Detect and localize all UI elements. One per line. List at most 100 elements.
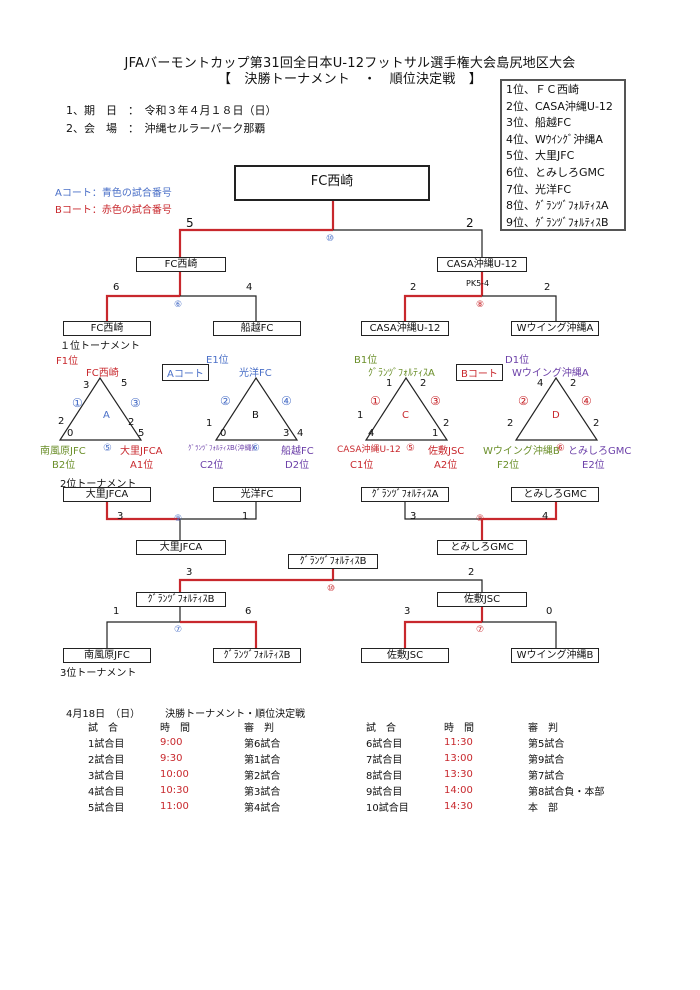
match-no: ④ <box>281 394 292 408</box>
team-box: 大里JFCA <box>136 540 226 555</box>
score: 2 <box>468 567 475 578</box>
ranking-item: 8位、ｸﾞﾗﾝﾂﾞﾌｫﾙﾃｨｽA <box>506 199 609 213</box>
match-no: ③ <box>430 394 441 408</box>
schedule-heading: 4月18日 （日） 決勝トーナメント・順位決定戦 <box>66 709 306 720</box>
table-row: 2試合目 9:30 第1試合 7試合目 13:00 第9試合 <box>88 750 604 766</box>
semi-right-pk: PK5-4 <box>466 279 490 288</box>
score: 2 <box>593 418 600 429</box>
score: 4 <box>537 378 544 389</box>
score: 5 <box>138 428 145 439</box>
group-b-top-team: 光洋FC <box>239 368 272 379</box>
score: 4 <box>368 428 375 439</box>
col-header: 試 合 <box>88 722 118 734</box>
cell-time: 11:00 <box>160 800 189 812</box>
champion-box: FC西崎 <box>234 165 430 201</box>
ranking-item: 3位、船越FC <box>506 116 572 130</box>
legend-a-court: Aコート：青色の試合番号 <box>55 188 172 199</box>
score: 6 <box>245 606 252 617</box>
match-no: ⑩ <box>327 584 336 594</box>
date-info: 1、期 日 ： 令和３年４月１８日（日） <box>66 104 277 117</box>
team-box: ｸﾞﾗﾝﾂﾞﾌｫﾙﾃｨｽB <box>288 554 378 569</box>
col-header: 審 判 <box>528 722 558 734</box>
match-no: ① <box>72 396 83 410</box>
cell: 第3試合 <box>244 786 281 798</box>
cell-time: 9:00 <box>160 736 183 748</box>
match-no: ⑨ <box>174 514 183 524</box>
page-title: JFAバーモントカップ第31回全日本U-12フットサル選手権大会島尻地区大会 <box>124 56 576 71</box>
b-court-badge: Bコート <box>456 364 503 381</box>
cell: 第8試合負・本部 <box>528 786 605 798</box>
cell: 第7試合 <box>528 770 565 782</box>
cell: 2試合目 <box>88 754 125 766</box>
first-tournament-label: １位トーナメント <box>60 341 140 352</box>
score: 3 <box>410 511 417 522</box>
col-header: 時 間 <box>160 722 190 734</box>
table-row: 3試合目 10:00 第2試合 8試合目 13:30 第7試合 <box>88 766 604 782</box>
ranking-item: 6位、とみしろGMC <box>506 165 605 179</box>
cell: 10試合目 <box>366 802 409 814</box>
group-letter: C <box>402 410 409 421</box>
cell: 3試合目 <box>88 770 125 782</box>
group-c-bottom-left: CASA沖縄U-12 <box>337 445 401 455</box>
group-letter: D <box>552 410 560 421</box>
cell: 第9試合 <box>528 754 565 766</box>
group-b-bottom-left: ｸﾞﾗﾝﾂﾞﾌｫﾙﾃｨｽB(沖縄) <box>188 444 255 452</box>
score: 3 <box>186 567 193 578</box>
cell-time: 13:30 <box>444 768 473 780</box>
team-box: 大里JFCA <box>63 487 151 502</box>
final-score-right: 2 <box>466 216 474 230</box>
match-no: ⑦ <box>174 625 183 635</box>
score: 2 <box>570 378 577 389</box>
group-letter: B <box>252 410 259 421</box>
ranking-item: 2位、CASA沖縄U-12 <box>506 99 613 113</box>
cell-time: 13:00 <box>444 752 473 764</box>
score: 1 <box>113 606 120 617</box>
match-no: ② <box>220 394 231 408</box>
ranking-item: 4位、Wｳｲﾝｸﾞ沖縄A <box>506 132 603 146</box>
match-no: ② <box>518 394 529 408</box>
ranking-item: 1位、ＦＣ西崎 <box>506 83 579 96</box>
match-no: ⑥ <box>556 443 565 454</box>
group-d-bottom-left: Wウイング沖縄B <box>483 446 560 457</box>
cell: 6試合目 <box>366 738 403 750</box>
group-a-bottom-right: 大里JFCA <box>120 446 163 457</box>
semi-right-score-l: 2 <box>410 282 417 293</box>
third-tournament-label: 3位トーナメント <box>60 668 137 679</box>
cell-time: 9:30 <box>160 752 183 764</box>
second-tournament-label: 2位トーナメント <box>60 479 137 490</box>
venue-info: 2、会 場 ： 沖縄セルラーパーク那覇 <box>66 122 266 135</box>
col-header: 時 間 <box>444 722 474 734</box>
score: 0 <box>67 428 74 439</box>
team-box: Wウイング沖縄A <box>511 321 599 336</box>
semi-right-score-r: 2 <box>544 282 551 293</box>
group-a-top-team: FC西崎 <box>86 368 119 379</box>
cell-time: 11:30 <box>444 736 473 748</box>
team-box: ｸﾞﾗﾝﾂﾞﾌｫﾙﾃｨｽB <box>213 648 301 663</box>
rank-label: B2位 <box>52 460 76 471</box>
team-box: 光洋FC <box>213 487 301 502</box>
team-box: ｸﾞﾗﾝﾂﾞﾌｫﾙﾃｨｽB <box>136 592 226 607</box>
semi-left-score-l: 6 <box>113 282 120 293</box>
team-box: 佐敷JSC <box>437 592 527 607</box>
cell: 4試合目 <box>88 786 125 798</box>
score: 1 <box>386 378 393 389</box>
team-box: CASA沖縄U-12 <box>361 321 449 336</box>
cell-time: 10:30 <box>160 784 189 796</box>
table-row: 1試合目 9:00 第6試合 6試合目 11:30 第5試合 <box>88 734 604 750</box>
score: 3 <box>83 380 90 391</box>
cell-time: 14:00 <box>444 784 473 796</box>
cell-time: 14:30 <box>444 800 473 812</box>
semi-left-match-no: ⑥ <box>174 300 183 310</box>
match-no: ④ <box>581 394 592 408</box>
cell: 本 部 <box>528 802 558 814</box>
group-c-top-team: ｸﾞﾗﾝﾂﾞﾌｫﾙﾃｨｽA <box>368 368 435 379</box>
group-b-rank-label: E1位 <box>206 355 229 366</box>
ranking-item: 9位、ｸﾞﾗﾝﾂﾞﾌｫﾙﾃｨｽB <box>506 215 609 229</box>
cell: 第1試合 <box>244 754 281 766</box>
group-d-top-team: Wウイング沖縄A <box>512 368 589 379</box>
col-header: 審 判 <box>244 722 274 734</box>
group-d-bottom-right: とみしろGMC <box>568 446 632 457</box>
score: 2 <box>58 416 65 427</box>
cell-time: 10:00 <box>160 768 189 780</box>
match-no: ① <box>370 394 381 408</box>
